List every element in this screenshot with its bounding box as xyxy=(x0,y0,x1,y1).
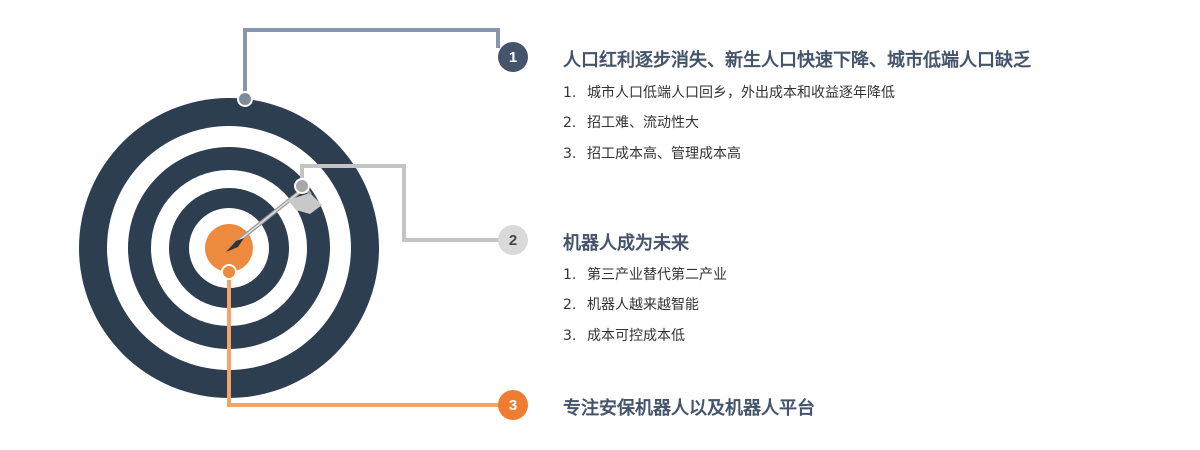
connector-2 xyxy=(300,164,500,242)
item-number: 2. xyxy=(563,297,577,313)
list-item: 1. 第三产业替代第二产业 xyxy=(563,264,727,284)
list-item: 3. 招工成本高、管理成本高 xyxy=(563,143,741,163)
item-text: 机器人越来越智能 xyxy=(587,297,699,313)
item-number: 1. xyxy=(563,85,577,101)
connector-1-dot xyxy=(237,91,253,107)
item-text: 第三产业替代第二产业 xyxy=(587,267,727,283)
dart-icon xyxy=(226,184,322,252)
item-number: 3. xyxy=(563,146,577,162)
section-3-title: 专注安保机器人以及机器人平台 xyxy=(563,398,815,419)
connector-2-dot xyxy=(294,178,310,194)
item-number: 3. xyxy=(563,328,577,344)
list-item: 1. 城市人口低端人口回乡，外出成本和收益逐年降低 xyxy=(563,82,895,102)
list-item: 3. 成本可控成本低 xyxy=(563,325,685,345)
item-text: 招工成本高、管理成本高 xyxy=(587,146,741,162)
connector-3 xyxy=(227,272,500,407)
connector-3-dot xyxy=(221,264,237,280)
item-text: 招工难、流动性大 xyxy=(587,115,699,131)
section-1-title: 人口红利逐步消失、新生人口快速下降、城市低端人口缺乏 xyxy=(563,50,1031,71)
list-item: 2. 招工难、流动性大 xyxy=(563,112,699,132)
item-number: 1. xyxy=(563,267,577,283)
section-2-title: 机器人成为未来 xyxy=(563,233,689,254)
item-text: 城市人口低端人口回乡，外出成本和收益逐年降低 xyxy=(587,85,895,101)
item-number: 2. xyxy=(563,115,577,131)
badge-2: 2 xyxy=(498,225,528,255)
list-item: 2. 机器人越来越智能 xyxy=(563,294,699,314)
badge-3: 3 xyxy=(498,390,528,420)
badge-1: 1 xyxy=(498,42,528,72)
item-text: 成本可控成本低 xyxy=(587,328,685,344)
connector-1 xyxy=(243,28,500,99)
